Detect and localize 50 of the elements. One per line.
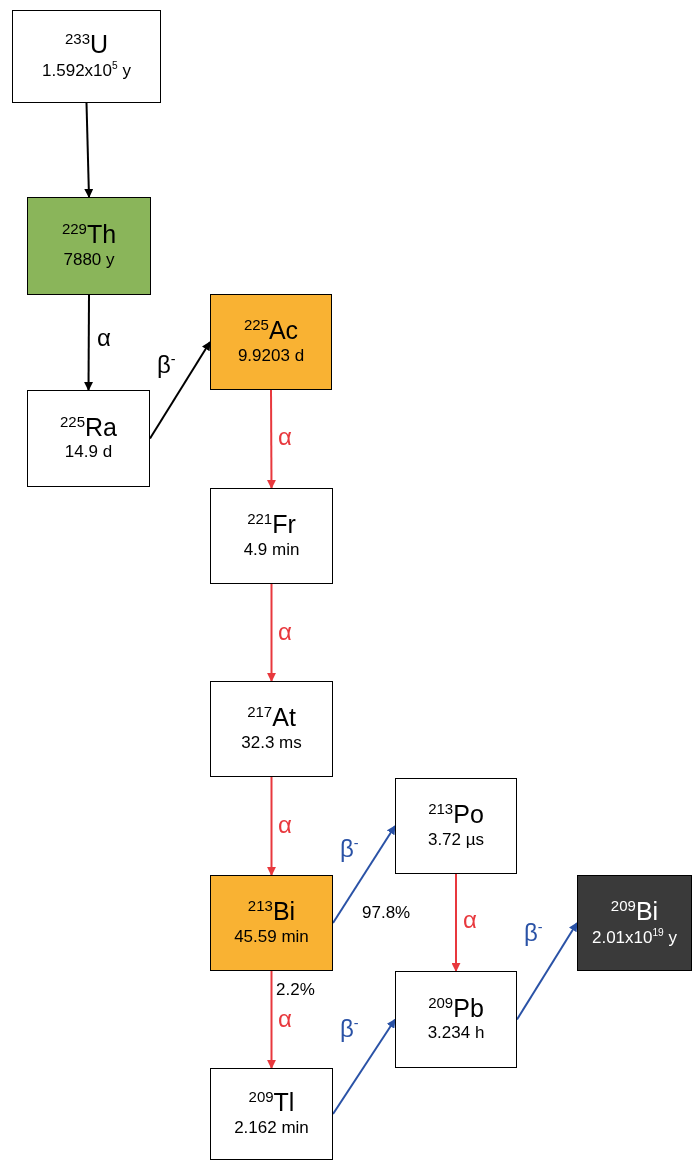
nuclide-box xyxy=(210,488,333,584)
branching-ratio: 97.8% xyxy=(362,903,411,923)
nuclide-symbol: $^{209}$Tl xyxy=(248,1089,295,1117)
nuclide-box xyxy=(27,390,150,487)
decay-arrow xyxy=(149,341,211,440)
half-life: 32.3 ms xyxy=(241,731,302,754)
nuclide-box xyxy=(577,875,692,971)
half-life: 2.01x10$^{19}$ y xyxy=(591,925,678,949)
decay-arrow xyxy=(516,922,578,1021)
decay-arrow xyxy=(267,583,276,682)
nuclide-box xyxy=(210,681,333,777)
edge-label: β$^{-}$ xyxy=(155,352,178,377)
decay-arrow xyxy=(267,776,276,876)
nuclide-symbol: $^{221}$Fr xyxy=(247,511,296,539)
half-life: 45.59 min xyxy=(234,925,309,948)
half-life: 4.9 min xyxy=(243,538,300,561)
half-life: 3.234 h xyxy=(427,1022,485,1045)
edge-label: β$^{-}$ xyxy=(338,1016,361,1041)
decay-arrow xyxy=(84,294,94,391)
nuclide-box xyxy=(210,875,333,971)
nuclide-symbol: $^{229}$Th xyxy=(61,221,117,249)
decay-arrow xyxy=(267,970,276,1069)
half-life: 7880 y xyxy=(63,248,115,271)
nuclide-box xyxy=(210,294,332,390)
branching-ratio: 2.2% xyxy=(276,980,315,1000)
nuclide-box xyxy=(395,778,517,874)
half-life: 1.592x10$^{5}$ y xyxy=(42,59,131,82)
nuclide-symbol: $^{225}$Ac xyxy=(243,317,299,345)
edge-label: β$^{-}$ xyxy=(522,920,545,945)
edge-label: β$^{-}$ xyxy=(338,836,361,861)
nuclide-symbol: $^{233}$U xyxy=(64,31,109,60)
half-life: 9.9203 d xyxy=(237,344,305,367)
decay-arrow xyxy=(332,825,396,924)
half-life: 14.9 d xyxy=(64,441,113,464)
nuclide-symbol: $^{225}$Ra xyxy=(60,413,117,442)
nuclide-symbol: $^{209}$Bi xyxy=(610,897,659,926)
half-life: 3.72 µs xyxy=(427,828,485,851)
decay-arrow xyxy=(332,1018,396,1115)
nuclide-symbol: $^{217}$At xyxy=(247,704,296,732)
nuclide-box xyxy=(12,10,161,103)
decay-arrow xyxy=(451,873,461,972)
nuclide-box xyxy=(27,197,151,295)
half-life: 2.162 min xyxy=(234,1116,309,1139)
decay-arrow xyxy=(266,389,276,489)
nuclide-symbol: $^{209}$Pb xyxy=(428,994,484,1023)
nuclide-symbol: $^{213}$Po xyxy=(428,801,484,829)
nuclide-symbol: $^{213}$Bi xyxy=(247,898,296,926)
decay-arrow xyxy=(84,102,94,198)
nuclide-box xyxy=(395,971,517,1068)
nuclide-box xyxy=(210,1068,333,1160)
